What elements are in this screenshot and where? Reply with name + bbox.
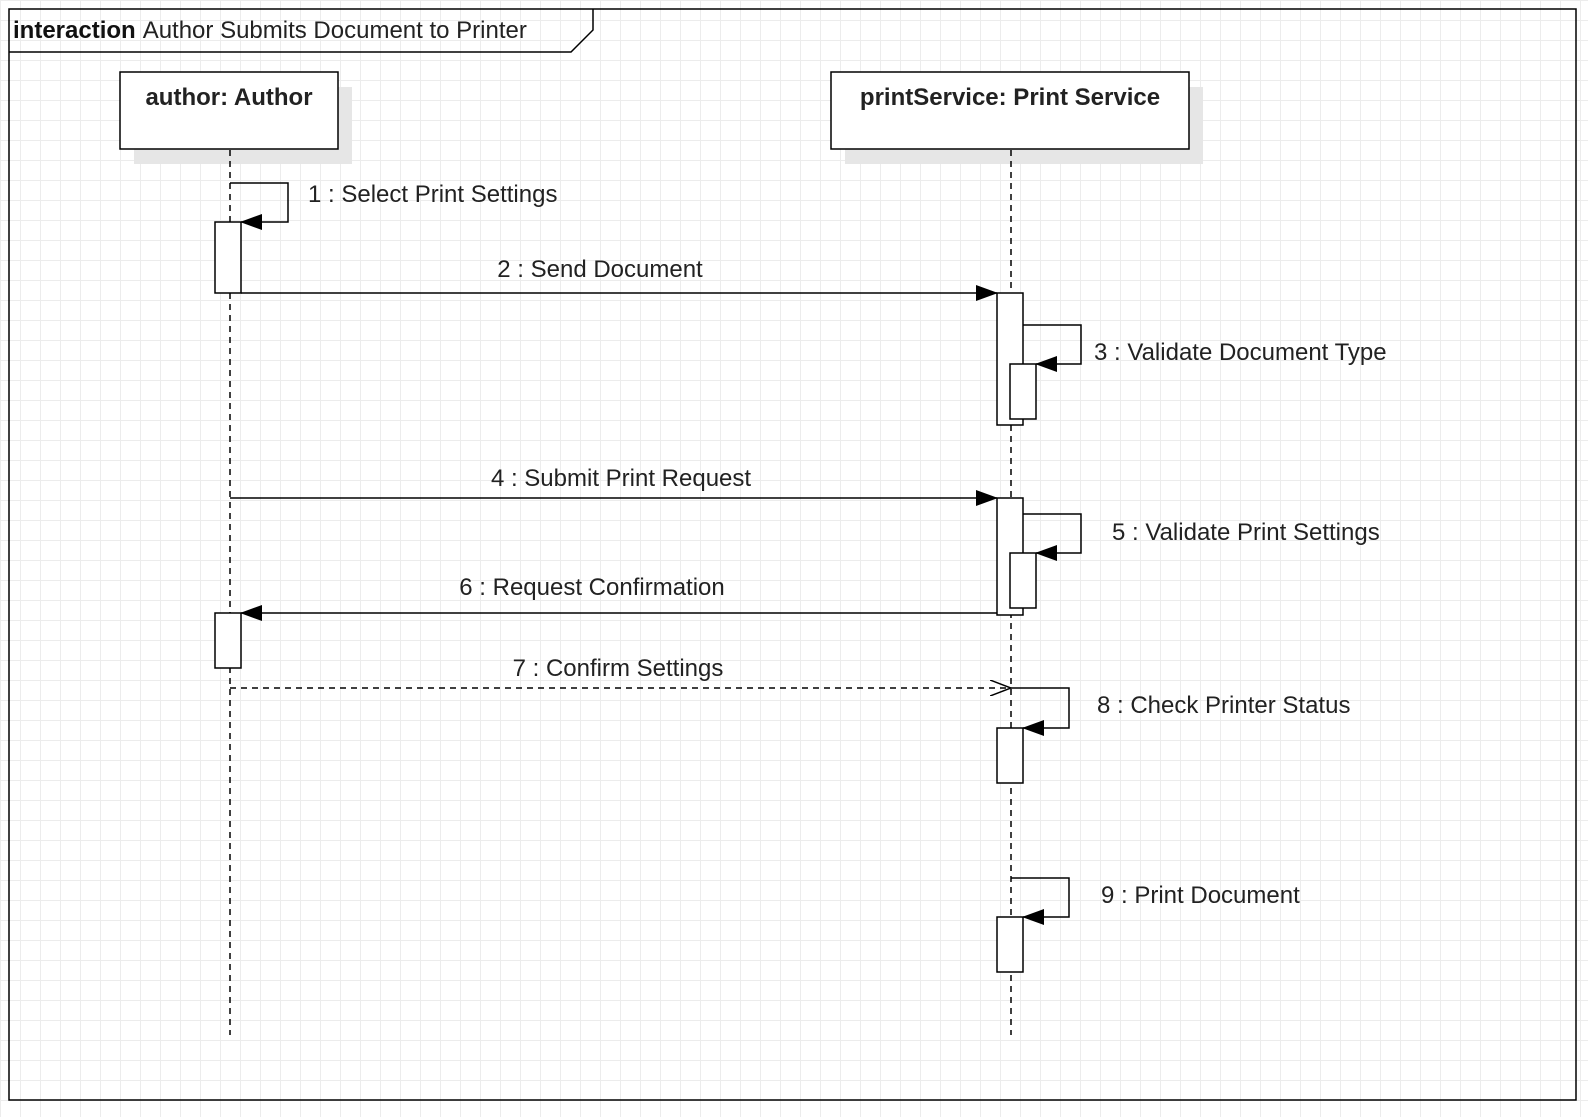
lifeline-printservice: printService: Print Service	[830, 71, 1203, 1035]
message-9-label: 9 : Print Document	[1101, 882, 1300, 909]
frame-keyword: interaction	[13, 17, 136, 44]
lifeline-author-head[interactable]	[119, 71, 339, 150]
message-8-label: 8 : Check Printer Status	[1097, 692, 1350, 719]
interaction-frame	[8, 8, 1577, 1101]
message-2[interactable]: 2 : Send Document	[241, 256, 998, 301]
message-4-label: 4 : Submit Print Request	[491, 465, 751, 492]
frame-title-text: Author Submits Document to Printer	[143, 17, 527, 44]
message-7[interactable]: 7 : Confirm Settings	[230, 655, 1011, 688]
message-9[interactable]: 9 : Print Document	[1011, 877, 1300, 925]
activation-printservice-8	[996, 727, 1024, 784]
message-6-label: 6 : Request Confirmation	[459, 574, 724, 601]
activation-author-1	[214, 221, 242, 294]
message-5-label: 5 : Validate Print Settings	[1112, 519, 1380, 546]
lifeline-author-label: author: Author	[145, 84, 312, 111]
message-3[interactable]: 3 : Validate Document Type	[1023, 324, 1387, 372]
message-5[interactable]: 5 : Validate Print Settings	[1023, 513, 1380, 561]
frame-title: interaction Author Submits Document to Pr…	[13, 17, 527, 44]
activation-author-6	[214, 612, 242, 669]
activation-printservice-5	[1009, 552, 1037, 609]
activation-printservice-9	[996, 916, 1024, 973]
lifeline-printservice-head[interactable]	[830, 71, 1190, 150]
activation-printservice-3	[1009, 363, 1037, 420]
message-7-label: 7 : Confirm Settings	[513, 655, 724, 682]
message-6[interactable]: 6 : Request Confirmation	[240, 574, 997, 621]
frame-title-pentagon	[9, 9, 594, 53]
lifeline-author: author: Author	[119, 71, 352, 1035]
message-2-label: 2 : Send Document	[497, 256, 703, 283]
lifeline-printservice-label: printService: Print Service	[860, 84, 1160, 111]
message-4[interactable]: 4 : Submit Print Request	[230, 465, 998, 506]
message-1[interactable]: 1 : Select Print Settings	[230, 181, 557, 230]
message-1-label: 1 : Select Print Settings	[308, 181, 557, 208]
message-8[interactable]: 8 : Check Printer Status	[1011, 687, 1350, 736]
message-3-label: 3 : Validate Document Type	[1094, 339, 1387, 366]
